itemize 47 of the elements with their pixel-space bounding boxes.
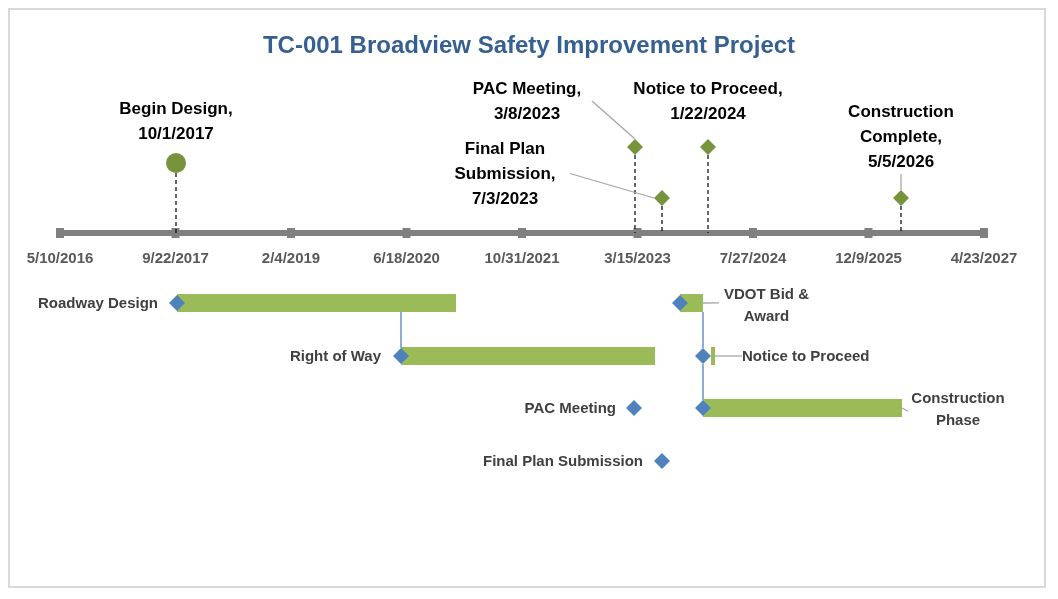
milestone-label: Begin Design, 10/1/2017 — [118, 98, 234, 145]
leader-line — [569, 172, 655, 199]
task-label: Right of Way — [288, 346, 381, 366]
task-label: Final Plan Submission — [481, 451, 643, 471]
milestone-diamond — [672, 295, 688, 311]
milestone-circle — [166, 153, 186, 173]
dependency-line — [702, 363, 704, 401]
milestone-diamond — [626, 400, 642, 416]
date-tick-label: 6/18/2020 — [372, 248, 441, 268]
leader-line — [901, 407, 909, 412]
milestone-diamond — [893, 190, 909, 206]
task-label: Notice to Proceed — [742, 345, 892, 367]
milestone-diamond — [695, 400, 711, 416]
gantt-bar — [401, 347, 655, 365]
milestone-label: Final Plan Submission, 7/3/2023 — [440, 136, 570, 211]
date-tick-label: 5/10/2016 — [25, 248, 95, 268]
milestone-diamond — [700, 139, 716, 155]
task-label: Construction Phase — [908, 387, 1008, 431]
milestone-diamond — [654, 190, 670, 206]
date-tick-label: 9/22/2017 — [141, 248, 210, 268]
date-tick-label: 12/9/2025 — [834, 248, 903, 268]
task-label: PAC Meeting — [523, 398, 616, 418]
gantt-bar — [711, 347, 715, 365]
task-label: VDOT Bid & Award — [719, 283, 814, 327]
leader-line — [714, 355, 743, 357]
milestone-diamond — [654, 453, 670, 469]
dependency-line — [702, 311, 704, 349]
task-label: Roadway Design — [36, 293, 158, 313]
milestone-diamond — [695, 348, 711, 364]
dependency-line — [400, 311, 402, 349]
milestone-diamond — [627, 139, 643, 155]
milestone-diamond — [169, 295, 185, 311]
date-tick-label: 7/27/2024 — [718, 248, 788, 268]
milestone-diamond — [393, 348, 409, 364]
date-tick-label: 2/4/2019 — [260, 248, 322, 268]
date-tick-label: 3/15/2023 — [603, 248, 672, 268]
date-tick-label: 4/23/2027 — [949, 248, 1019, 268]
chart-title: TC-001 Broadview Safety Improvement Project — [261, 31, 797, 59]
gantt-bar — [177, 294, 456, 312]
leader-line — [900, 173, 902, 191]
date-tick-label: 10/31/2021 — [483, 248, 561, 268]
milestone-label: Construction Complete, 5/5/2026 — [836, 99, 966, 174]
leader-line — [591, 100, 636, 140]
gantt-bar — [703, 399, 902, 417]
leader-line — [702, 302, 720, 304]
milestone-label: Notice to Proceed, 1/22/2024 — [632, 78, 784, 125]
milestone-label: PAC Meeting, 3/8/2023 — [462, 76, 592, 126]
